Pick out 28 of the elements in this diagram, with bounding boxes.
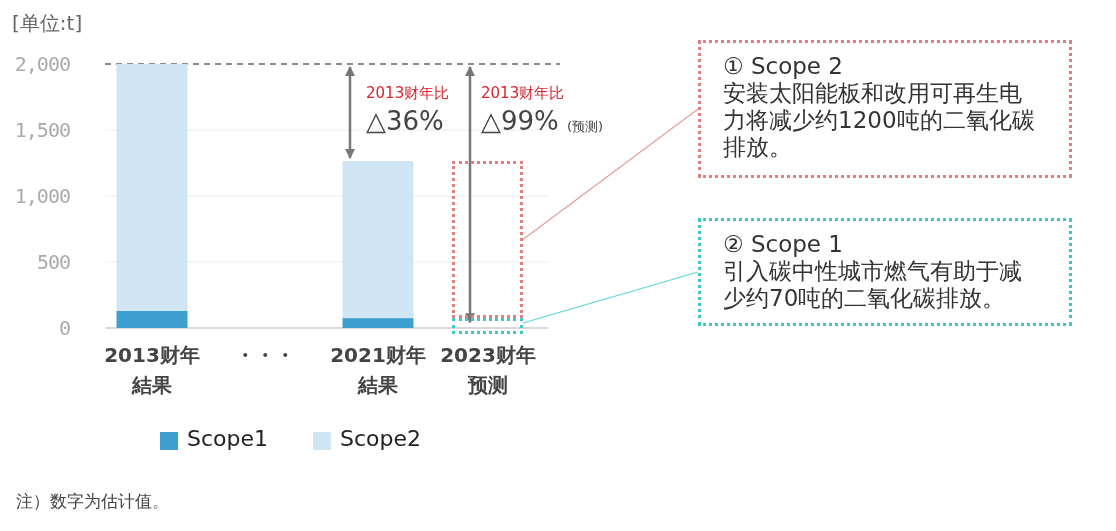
legend-label: Scope1 — [187, 426, 269, 451]
highlight-box — [452, 161, 523, 318]
unit-label: [单位:t] — [12, 10, 83, 37]
callout-text: 安装太阳能板和改用可再生电力将减少约1200吨的二氧化碳排放。 — [723, 80, 1036, 161]
axis-tick-label: 1,500 — [14, 118, 70, 142]
callout-heading: ② Scope 1 — [723, 231, 843, 258]
annotation-text: 2013财年比 — [366, 84, 450, 103]
annotation-text: (预测) — [567, 118, 604, 136]
footnote: 注）数字为估计值。 — [16, 490, 169, 513]
annotation-text: △36% — [366, 106, 444, 136]
annotation-text: △99% — [481, 106, 559, 136]
axis-tick-label: 500 — [36, 250, 70, 274]
callout-box — [698, 40, 1072, 178]
callout-heading: ① Scope 2 — [723, 53, 843, 80]
category-label: 2013财年結果 — [103, 342, 201, 399]
axis-tick-label: 2,000 — [14, 52, 70, 76]
leader-line — [522, 108, 699, 241]
category-label: 2021财年結果 — [329, 342, 427, 399]
axis-tick-label: 1,000 — [14, 184, 70, 208]
category-label: ・・・ — [234, 342, 296, 369]
category-label: 2023财年预测 — [439, 342, 537, 399]
callout-box — [698, 218, 1072, 326]
legend-label: Scope2 — [340, 426, 422, 451]
callout-text: 引入碳中性城市燃气有助于减少约70吨的二氧化碳排放。 — [723, 258, 1023, 312]
annotation-text: 2013财年比 — [481, 84, 565, 103]
axis-tick-label: 0 — [58, 316, 70, 340]
highlight-box — [452, 318, 523, 334]
leader-line — [522, 271, 699, 324]
